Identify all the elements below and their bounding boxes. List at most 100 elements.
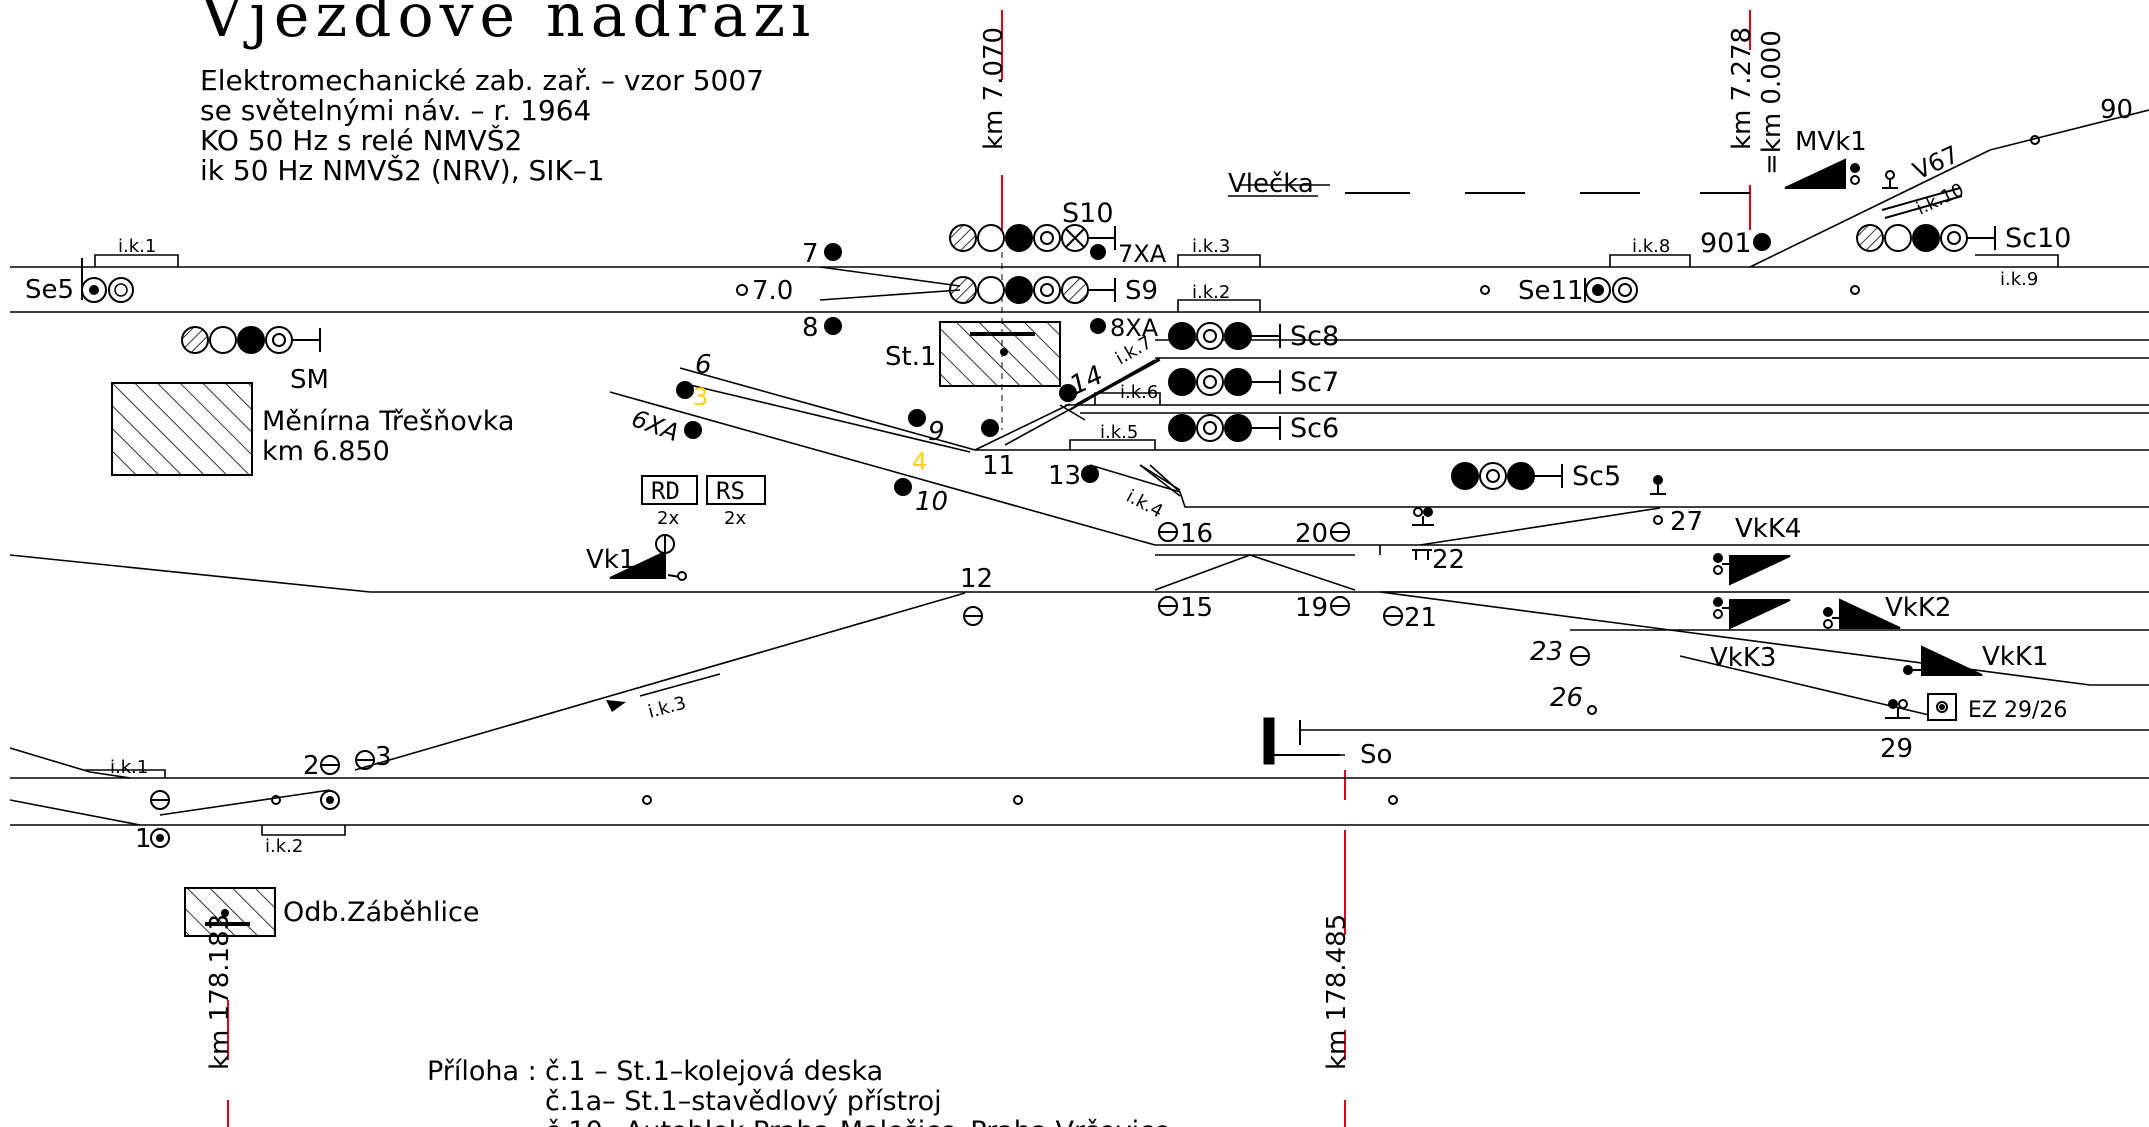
track-point-marker xyxy=(1480,285,1490,295)
header-line-3: KO 50 Hz s relé NMVŠ2 xyxy=(200,123,522,157)
se5-label: Se5 xyxy=(25,275,74,305)
switch-6-label: 6 xyxy=(695,350,712,380)
rd-box xyxy=(641,475,698,505)
switch-13-label: 13 xyxy=(1048,461,1081,491)
switch-8-label: 8 xyxy=(802,313,819,343)
switch-26-label: 26 xyxy=(1550,683,1583,713)
odb-building xyxy=(184,887,276,937)
st1-label: St.1 xyxy=(885,342,937,372)
switch-7xa-marker xyxy=(1090,244,1106,260)
km-label-178485: km 178.485 xyxy=(1322,914,1352,1070)
signal-sc7 xyxy=(1168,368,1281,396)
vkk1-label: VkK1 xyxy=(1982,642,2048,672)
sc7-label: Sc7 xyxy=(1290,367,1339,398)
vkk2-label: VkK2 xyxy=(1885,593,1951,623)
signal-so xyxy=(1263,717,1340,765)
signal-vk1 xyxy=(609,534,687,581)
ik5-label: i.k.5 xyxy=(1100,422,1138,443)
switch-1-dot xyxy=(156,834,164,842)
switch-21-label: 21 xyxy=(1404,603,1437,633)
switch-2-label: 2 xyxy=(303,751,320,781)
rs-box xyxy=(706,475,766,505)
vk1-label: Vk1 xyxy=(586,545,635,575)
sm-label: SM xyxy=(290,365,329,395)
appendix-line-1: č.1 – St.1–kolejová deska xyxy=(545,1056,883,1087)
switch-29-label: 29 xyxy=(1880,734,1913,764)
st1-building xyxy=(939,321,1061,387)
sc8-label: Sc8 xyxy=(1290,321,1339,352)
switch-8xa-marker xyxy=(1090,318,1106,334)
switch-7-marker xyxy=(824,243,842,261)
switch-3-yellow-label: 3 xyxy=(693,383,708,411)
switch-14-marker xyxy=(1059,384,1077,402)
menirna-label: Měnírna Třešňovka xyxy=(262,406,514,437)
rs-count: 2x xyxy=(724,508,746,529)
header-line-1: Elektromechanické zab. zař. – vzor 5007 xyxy=(200,64,764,97)
signal-29 xyxy=(1885,699,1910,719)
switch-6-marker xyxy=(676,381,694,399)
switch-10-marker xyxy=(894,478,912,496)
so-label: So xyxy=(1360,740,1392,770)
switch-8-marker xyxy=(824,317,842,335)
signal-27 xyxy=(1650,475,1666,495)
switch-70-marker xyxy=(736,284,748,296)
signal-vkk4 xyxy=(1713,553,1791,586)
switch-2-dot xyxy=(326,796,334,804)
switch-23-label: 23 xyxy=(1530,637,1563,667)
switch-10-label: 10 xyxy=(915,487,948,517)
ez-label: EZ 29/26 xyxy=(1968,698,2067,723)
signal-v67 xyxy=(1881,170,1963,219)
menirna-building xyxy=(111,382,253,476)
signal-sc5 xyxy=(1451,462,1563,490)
ez-box xyxy=(1927,693,1957,721)
km-label-0000: =km 0.000 xyxy=(1757,30,1787,175)
signal-sc10 xyxy=(1856,224,1996,252)
tracks xyxy=(9,109,2149,826)
rd-label: RD xyxy=(651,477,680,505)
signal-22 xyxy=(1412,507,1434,560)
switch-1-label: 1 xyxy=(135,824,152,854)
s9-label: S9 xyxy=(1125,276,1158,306)
signal-se11 xyxy=(1584,277,1638,303)
switch-27-label: 27 xyxy=(1670,507,1703,537)
switch-70-label: 7.0 xyxy=(752,276,793,306)
switch-16-label: 16 xyxy=(1180,519,1213,549)
signal-s10 xyxy=(949,224,1116,252)
switch-glyphs xyxy=(150,522,1597,848)
switch-13-marker xyxy=(1081,465,1099,483)
vkk4-label: VkK4 xyxy=(1735,514,1801,544)
vkk3-label: VkK3 xyxy=(1710,643,1776,673)
ik2-bottom-label: i.k.2 xyxy=(265,836,303,857)
sc10-label: Sc10 xyxy=(2005,223,2071,254)
signal-mvk1 xyxy=(1784,158,1860,189)
s10-label: S10 xyxy=(1062,198,1114,229)
km-label-7070: km 7.070 xyxy=(979,27,1009,150)
switch-19-label: 19 xyxy=(1295,593,1328,623)
switch-11-marker xyxy=(981,419,999,437)
header-line-4: ik 50 Hz NMVŠ2 (NRV), SIK–1 xyxy=(200,153,605,187)
switch-11-label: 11 xyxy=(982,451,1015,481)
switch-15-label: 15 xyxy=(1180,593,1213,623)
ik3-bottom-label: i.k.3 xyxy=(646,693,688,723)
v67-label: V67 xyxy=(1909,140,1963,185)
vlecka-label: Vlečka xyxy=(1228,169,1314,199)
signal-se5 xyxy=(81,258,134,303)
ik9-label: i.k.9 xyxy=(2000,269,2038,290)
switch-22-label: 22 xyxy=(1432,545,1465,575)
track-point-marker xyxy=(1850,285,1860,295)
sc5-label: Sc5 xyxy=(1572,461,1621,492)
appendix-line-3: č.10– Autoblok Praha-Malešice–Praha-Vršo… xyxy=(545,1116,1171,1127)
odb-label: Odb.Záběhlice xyxy=(283,897,479,928)
km-label-178183: km 178.183 xyxy=(205,914,235,1070)
signal-vkk2 xyxy=(1823,598,1901,629)
page-title: Vjezdové nádraží xyxy=(199,0,816,51)
ik1-top-label: i.k.1 xyxy=(118,236,156,257)
signal-vkk1 xyxy=(1903,645,1983,676)
signal-s9 xyxy=(949,276,1116,304)
track-point-markers xyxy=(271,795,1398,805)
appendix-label: Příloha : xyxy=(427,1056,537,1087)
switch-90-label: 90 xyxy=(2100,95,2133,125)
switch-20-label: 20 xyxy=(1295,519,1328,549)
isolation-brackets xyxy=(85,254,2059,836)
